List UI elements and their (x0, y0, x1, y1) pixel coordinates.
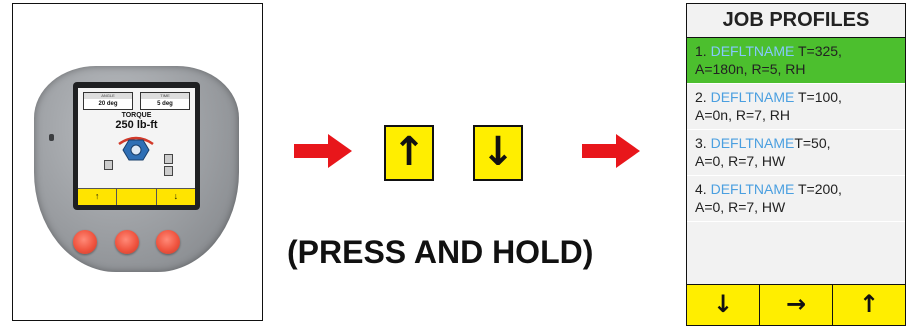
device-softkey-down: ↓ (157, 189, 195, 205)
bolt-nut-icon (122, 138, 150, 162)
job-profile-name: DEFLTNAME (711, 89, 795, 105)
job-profile-torque: T=200, (798, 181, 842, 197)
job-profile-params: A=0, R=7, HW (695, 153, 785, 169)
mode-icon (164, 154, 173, 164)
device-button-left (73, 230, 97, 254)
job-profiles-panel: JOB PROFILES 1. DEFLTNAME T=325, A=180n,… (686, 3, 906, 326)
battery-icon (104, 160, 113, 170)
device-side-port (49, 134, 54, 141)
job-profile-name: DEFLTNAME (711, 181, 795, 197)
time-value: 5 deg (141, 99, 189, 109)
angle-readout-box: ANGLE 20 deg (83, 92, 133, 110)
device-screen: ANGLE 20 deg TIME 5 deg TORQUE 250 lb-ft… (78, 88, 195, 205)
red-arrow-icon (580, 131, 642, 171)
time-readout-box: TIME 5 deg (140, 92, 190, 110)
device-softkey-bar: ↑ ↓ (78, 188, 195, 205)
softkey-right-button[interactable]: → (760, 285, 833, 325)
job-profile-torque: T=325, (798, 43, 842, 59)
job-profile-item[interactable]: 2. DEFLTNAME T=100, A=0n, R=7, RH (687, 84, 905, 130)
job-profile-name: DEFLTNAME (711, 43, 795, 59)
down-key-button[interactable]: ↓ (473, 125, 523, 181)
job-profile-params: A=0n, R=7, RH (695, 107, 790, 123)
job-profile-params: A=0, R=7, HW (695, 199, 785, 215)
softkey-down-button[interactable]: ↓ (687, 285, 760, 325)
torque-label: TORQUE (78, 112, 195, 119)
job-profile-params: A=180n, R=5, RH (695, 61, 806, 77)
job-profile-item[interactable]: 3. DEFLTNAMET=50, A=0, R=7, HW (687, 130, 905, 176)
device-button-right (156, 230, 180, 254)
job-profile-number: 3. (695, 135, 707, 151)
job-profile-torque: T=50, (794, 135, 830, 151)
job-profile-item[interactable]: 4. DEFLTNAME T=200, A=0, R=7, HW (687, 176, 905, 222)
job-profile-number: 4. (695, 181, 707, 197)
softkey-up-button[interactable]: ↑ (833, 285, 905, 325)
job-profiles-title: JOB PROFILES (687, 4, 905, 38)
job-profile-item[interactable]: 1. DEFLTNAME T=325, A=180n, R=5, RH (687, 38, 905, 84)
job-profile-number: 2. (695, 89, 707, 105)
job-profile-torque: T=100, (798, 89, 842, 105)
angle-value: 20 deg (84, 99, 132, 109)
red-arrow-icon (292, 131, 354, 171)
job-profile-number: 1. (695, 43, 707, 59)
storage-icon (164, 166, 173, 176)
job-profile-name: DEFLTNAME (711, 135, 795, 151)
torque-value: 250 lb-ft (78, 119, 195, 131)
job-profiles-softkey-bar: ↓ → ↑ (687, 284, 905, 325)
device-softkey-middle (117, 189, 156, 205)
device-button-middle (115, 230, 139, 254)
device-photo-frame: ANGLE 20 deg TIME 5 deg TORQUE 250 lb-ft… (12, 3, 263, 321)
up-key-button[interactable]: ↑ (384, 125, 434, 181)
device-softkey-up: ↑ (78, 189, 117, 205)
press-and-hold-instruction: (PRESS AND HOLD) (287, 234, 667, 271)
